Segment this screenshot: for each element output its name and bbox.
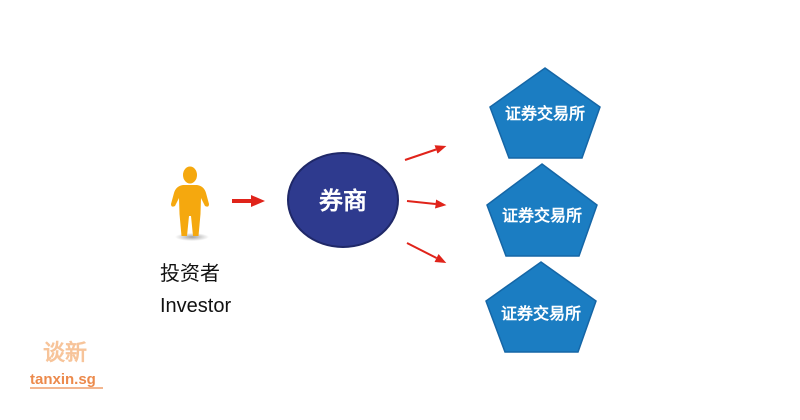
exchange-pentagon bbox=[489, 67, 601, 159]
exchange-label: 证券交易所 bbox=[501, 304, 581, 323]
exchange-node-2: 证券交易所 bbox=[486, 163, 598, 257]
exchange-pentagon bbox=[486, 163, 598, 257]
investor-label-cn: 投资者 bbox=[160, 261, 220, 285]
exchange-node-3: 证券交易所 bbox=[485, 261, 597, 353]
arrow-broker-to-exchange-2 bbox=[406, 199, 447, 209]
investor-label-en: Investor bbox=[160, 295, 231, 317]
broker-node: 券商 bbox=[287, 152, 399, 248]
exchange-label: 证券交易所 bbox=[502, 206, 582, 225]
exchange-label: 证券交易所 bbox=[505, 104, 585, 123]
broker-label: 券商 bbox=[319, 187, 367, 215]
investor-node: 投资者 Investor bbox=[160, 166, 231, 317]
person-icon bbox=[171, 166, 209, 236]
exchange-pentagon bbox=[485, 261, 597, 353]
watermark-brand-url: tanxin.sg bbox=[30, 371, 96, 388]
broker-ellipse bbox=[287, 152, 399, 248]
exchange-node-1: 证券交易所 bbox=[489, 67, 601, 159]
arrow-broker-to-exchange-3 bbox=[406, 242, 447, 263]
watermark-logo: 谈新 tanxin.sg bbox=[30, 340, 103, 389]
investor-shadow bbox=[175, 233, 209, 241]
arrow-broker-to-exchange-1 bbox=[404, 145, 447, 161]
watermark-brand-cn: 谈新 bbox=[43, 340, 87, 366]
